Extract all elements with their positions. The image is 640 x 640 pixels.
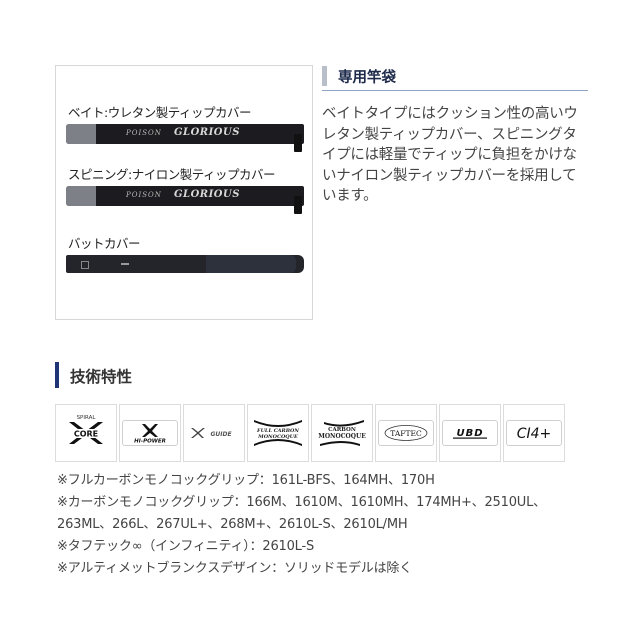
heading-accent-bar (55, 362, 59, 388)
svg-text:CARBON: CARBON (328, 427, 356, 433)
butt-cover-bag (66, 255, 304, 273)
spec-ultimate-blanks: ※アルティメットブランクスデザイン：ソリッドモデルは除く (57, 561, 412, 576)
svg-text:GUIDE: GUIDE (210, 431, 232, 438)
glorious-logo: GLORIOUS (174, 189, 240, 200)
glorious-logo: GLORIOUS (174, 127, 240, 138)
svg-text:CORE: CORE (74, 430, 98, 439)
spinning-tip-cover-bag: POISON GLORIOUS (66, 186, 304, 214)
ci4-plus-icon: CI4+ (503, 404, 565, 462)
ubd-icon: UBD (439, 404, 501, 462)
svg-text:UBD: UBD (456, 428, 483, 439)
tech-features-title: 技術特性 (70, 368, 133, 386)
rod-bag-heading: 専用竿袋 (322, 64, 588, 91)
bait-tip-cover-label: ベイト:ウレタン製ティップカバー (68, 105, 251, 120)
bag-cuff (66, 186, 96, 206)
poison-logo: POISON (126, 129, 162, 137)
spec-taftec: ※タフテック∞（インフィニティ）：2610L-S (57, 539, 315, 554)
carbon-monocoque-icon: CARBON MONOCOQUE (311, 404, 373, 462)
spinning-tip-cover-label: スピニング:ナイロン製ティップカバー (68, 167, 275, 182)
svg-text:CI4+: CI4+ (517, 426, 552, 442)
spiral-x-core-icon: SPIRAL CORE (55, 404, 117, 462)
tech-icon-row: SPIRAL CORE HI-POWER GUIDE FULL CARBON M… (55, 404, 567, 462)
svg-text:MONOCOQUE: MONOCOQUE (257, 434, 298, 440)
rod-bag-description: ベイトタイプにはクッション性の高いウレタン製ティップカバー、スピニングタイプには… (322, 106, 578, 204)
rod-bag-title: 専用竿袋 (338, 70, 396, 86)
svg-text:HI-POWER: HI-POWER (134, 439, 166, 445)
heading-accent-bar (322, 66, 327, 86)
rod-bag-product-image: ベイト:ウレタン製ティップカバー POISON GLORIOUS スピニング:ナ… (55, 65, 313, 320)
spec-carbon-grip-cont: 263ML、266L、267UL+、268M+、2610L-S、2610L/MH (57, 517, 408, 532)
bag-tab (294, 134, 302, 152)
svg-text:SPIRAL: SPIRAL (77, 415, 97, 421)
svg-text:TAFTEC: TAFTEC (390, 429, 422, 438)
butt-cover-mark (121, 263, 129, 265)
spec-full-carbon-grip: ※フルカーボンモノコックグリップ：161L-BFS、164MH、170H (57, 473, 435, 488)
x-hi-power-icon: HI-POWER (119, 404, 181, 462)
butt-cover-mark (81, 261, 89, 269)
bag-tab (294, 196, 302, 214)
butt-cover-shade (206, 255, 296, 273)
poison-logo: POISON (126, 191, 162, 199)
spec-carbon-grip: ※カーボンモノコックグリップ：166M、1610M、1610MH、174MH+、… (57, 495, 546, 510)
svg-text:MONOCOQUE: MONOCOQUE (318, 433, 366, 440)
x-guide-icon: GUIDE (183, 404, 245, 462)
taftec-icon: TAFTEC (375, 404, 437, 462)
tech-spec-list: ※フルカーボンモノコックグリップ：161L-BFS、164MH、170H ※カー… (57, 470, 637, 580)
bag-cuff (66, 124, 96, 144)
full-carbon-monocoque-icon: FULL CARBON MONOCOQUE (247, 404, 309, 462)
svg-text:FULL CARBON: FULL CARBON (256, 428, 299, 434)
butt-cover-label: バットカバー (68, 236, 141, 251)
bait-tip-cover-bag: POISON GLORIOUS (66, 124, 304, 152)
